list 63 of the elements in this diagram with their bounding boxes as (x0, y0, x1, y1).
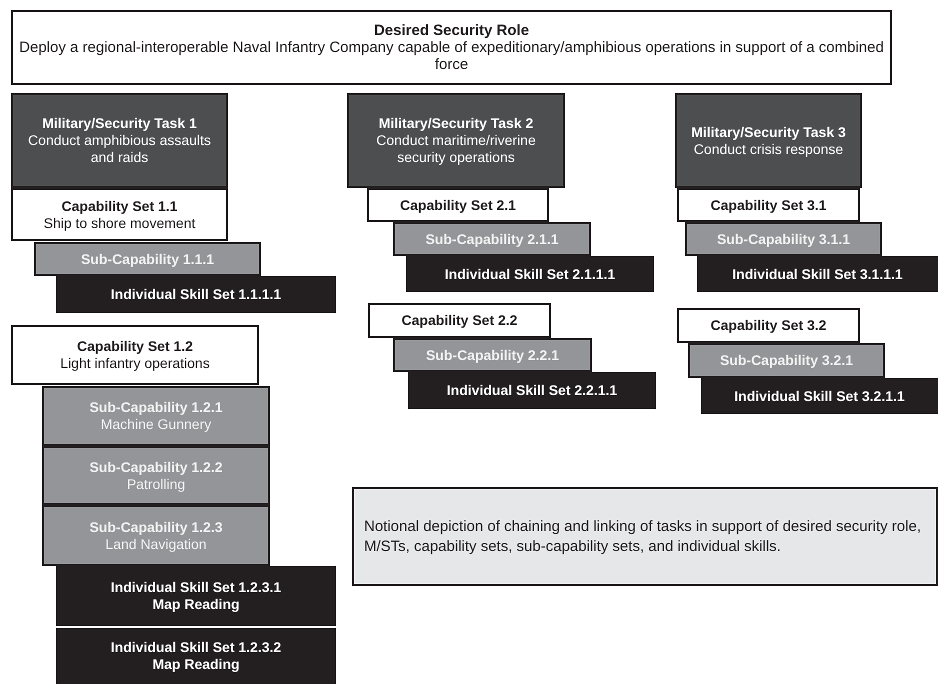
capability-box (11, 188, 228, 241)
box-heading: Military/Security Task 3 (691, 124, 846, 140)
skill-set-box (697, 256, 938, 292)
box-heading: Capability Set 3.1 (710, 196, 826, 214)
box-heading: Sub-Capability 2.2.1 (426, 346, 560, 364)
sub-capability-box (42, 386, 270, 446)
task-box (11, 93, 228, 188)
box-heading: Individual Skill Set 2.1.1.1 (444, 266, 616, 282)
box-description: Deploy a regional-interoperable Naval Infantry Company capable of expeditionary/amphibious operations in support of a combined force (18, 39, 885, 73)
capability-box (11, 325, 259, 385)
box-description: Land Navigation (105, 536, 207, 552)
box-heading: Individual Skill Set 3.2.1.1 (734, 388, 905, 404)
box-heading: Sub-Capability 3.1.1 (716, 230, 850, 248)
box-description: Conduct maritime/riverine security operations (375, 132, 537, 166)
skill-set-box (701, 378, 938, 414)
sub-capability-box (42, 505, 270, 566)
box-heading: Individual Skill Set 1.2.3.2 (110, 639, 282, 656)
sub-capability-box (393, 338, 592, 372)
skill-set-box (56, 276, 336, 313)
task-box (675, 93, 862, 188)
box-heading: Sub-Capability 1.2.1 (89, 399, 223, 416)
skill-set-box (406, 256, 654, 292)
box-heading: Capability Set 1.1 (62, 198, 178, 214)
sub-capability-box (685, 222, 882, 256)
box-heading: Military/Security Task 2 (378, 115, 534, 132)
box-description: Map Reading (152, 656, 240, 673)
box-heading: Capability Set 2.1 (400, 196, 516, 214)
task-box (347, 93, 565, 188)
box-heading: Individual Skill Set 1.1.1.1 (110, 286, 282, 303)
box-heading: Desired Security Role (374, 22, 530, 39)
box-description: Ship to shore movement (44, 214, 196, 232)
box-description: Map Reading (152, 596, 240, 613)
box-description: Patrolling (126, 476, 186, 492)
skill-set-box (56, 628, 336, 684)
sub-capability-box (42, 446, 270, 505)
capability-box (677, 308, 860, 343)
box-heading: Capability Set 2.2 (402, 312, 518, 329)
box-heading: Sub-Capability 1.2.2 (89, 458, 223, 476)
box-heading: Individual Skill Set 1.2.3.1 (110, 579, 282, 596)
sub-capability-box (393, 222, 591, 256)
box-heading: Capability Set 3.2 (710, 317, 826, 334)
capability-box (677, 188, 860, 222)
sub-capability-box (688, 343, 885, 378)
box-description: Light infantry operations (60, 355, 210, 372)
skill-set-box (408, 372, 656, 409)
role-box (11, 10, 892, 85)
capability-box (368, 303, 551, 338)
box-description: Machine Gunnery (100, 416, 212, 433)
box-heading: Sub-Capability 2.1.1 (425, 230, 559, 248)
box-heading: Sub-Capability 1.1.1 (80, 250, 214, 268)
box-heading: Sub-Capability 1.2.3 (89, 518, 223, 536)
note-text: Notional depiction of chaining and linking of tasks in support of desired security role, M/STs, capability sets, sub-capability sets, and individual skills. (364, 516, 922, 556)
box-description: Conduct amphibious assaults and raids (27, 132, 212, 166)
box-heading: Individual Skill Set 3.1.1.1 (732, 266, 903, 282)
box-heading: Individual Skill Set 2.2.1.1 (446, 382, 618, 399)
skill-set-box (56, 566, 336, 626)
capability-box (367, 188, 549, 222)
box-heading: Capability Set 1.2 (77, 338, 193, 355)
box-heading: Military/Security Task 1 (42, 115, 197, 132)
sub-capability-box (34, 242, 261, 276)
note-box (352, 487, 938, 586)
box-heading: Sub-Capability 3.2.1 (720, 352, 854, 369)
box-description: Conduct crisis response (694, 140, 844, 158)
